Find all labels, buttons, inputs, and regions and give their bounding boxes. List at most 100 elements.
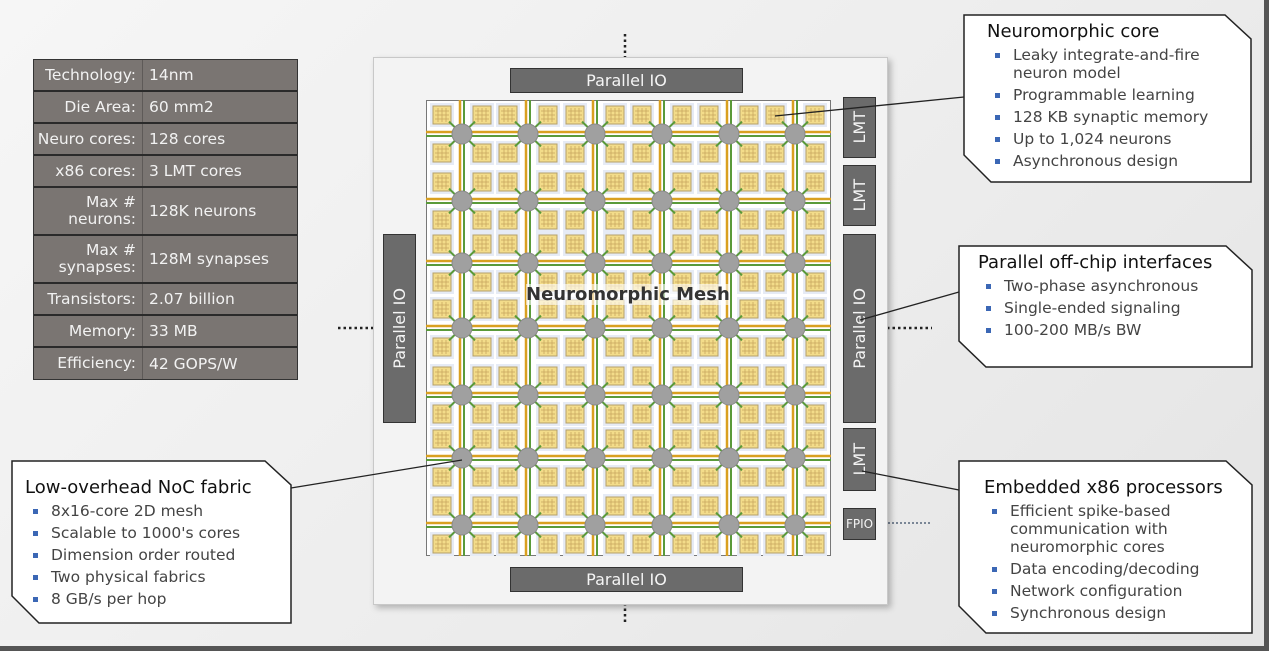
core-link bbox=[781, 463, 789, 472]
mesh-router bbox=[584, 123, 606, 145]
core-link bbox=[534, 206, 542, 215]
core-link bbox=[534, 249, 542, 258]
core-link bbox=[468, 444, 476, 453]
core-link bbox=[601, 530, 609, 539]
callout-offchip-interfaces: Parallel off-chip interfaces Two-phase a… bbox=[958, 245, 1254, 369]
core-link bbox=[735, 120, 743, 129]
core-link bbox=[781, 511, 789, 520]
core-link bbox=[448, 400, 456, 409]
mesh-router bbox=[651, 317, 673, 339]
mesh-router bbox=[718, 252, 740, 274]
core-link bbox=[468, 381, 476, 390]
core-link bbox=[801, 444, 809, 453]
core-link bbox=[514, 444, 522, 453]
spec-value: 42 GOPS/W bbox=[149, 354, 238, 373]
core-link bbox=[534, 333, 542, 342]
core-link bbox=[648, 444, 656, 453]
mesh-router bbox=[784, 123, 806, 145]
spec-label: Memory: bbox=[34, 316, 143, 346]
core-link bbox=[601, 444, 609, 453]
core-link bbox=[514, 249, 522, 258]
core-link bbox=[448, 511, 456, 520]
core-link bbox=[581, 511, 589, 520]
spec-label: Efficiency: bbox=[34, 348, 143, 379]
core-link bbox=[534, 187, 542, 196]
spec-label: Transistors: bbox=[34, 284, 143, 314]
spec-row: Die Area:60 mm2 bbox=[34, 92, 297, 124]
core-link bbox=[715, 381, 723, 390]
core-link bbox=[514, 187, 522, 196]
core-link bbox=[715, 120, 723, 129]
core-link bbox=[715, 400, 723, 409]
mesh-router bbox=[718, 317, 740, 339]
core-link bbox=[715, 187, 723, 196]
mesh-router bbox=[584, 190, 606, 212]
core-link bbox=[715, 511, 723, 520]
core-link bbox=[448, 381, 456, 390]
callout-item: 8 GB/s per hop bbox=[33, 588, 293, 610]
core-link bbox=[514, 268, 522, 277]
core-link bbox=[534, 268, 542, 277]
core-link bbox=[668, 120, 676, 129]
callout-title: Parallel off-chip interfaces bbox=[978, 252, 1213, 273]
mesh-router bbox=[517, 123, 539, 145]
core-link bbox=[781, 249, 789, 258]
core-link bbox=[448, 249, 456, 258]
mesh-router bbox=[451, 190, 473, 212]
core-link bbox=[581, 268, 589, 277]
mesh-router bbox=[718, 514, 740, 536]
parallel-io-right: Parallel IO bbox=[843, 234, 876, 423]
core-link bbox=[715, 314, 723, 323]
core-link bbox=[668, 187, 676, 196]
core-link bbox=[534, 400, 542, 409]
mesh-router bbox=[584, 317, 606, 339]
mesh-router bbox=[718, 190, 740, 212]
core-link bbox=[468, 187, 476, 196]
core-link bbox=[534, 511, 542, 520]
spec-value: 3 LMT cores bbox=[149, 162, 242, 180]
core-link bbox=[581, 249, 589, 258]
mesh-router bbox=[584, 384, 606, 406]
core-link bbox=[601, 381, 609, 390]
core-link bbox=[781, 268, 789, 277]
core-link bbox=[648, 463, 656, 472]
core-link bbox=[668, 333, 676, 342]
core-link bbox=[801, 530, 809, 539]
core-link bbox=[534, 139, 542, 148]
core-link bbox=[668, 511, 676, 520]
spec-value: 33 MB bbox=[149, 322, 198, 340]
core-link bbox=[735, 139, 743, 148]
core-link bbox=[601, 400, 609, 409]
callout-title: Neuromorphic core bbox=[987, 21, 1160, 42]
callout-x86-processors: Embedded x86 processors Efficient spike-… bbox=[958, 460, 1254, 635]
core-link bbox=[448, 333, 456, 342]
core-link bbox=[648, 268, 656, 277]
core-link bbox=[715, 463, 723, 472]
spec-label: Max # neurons: bbox=[34, 188, 143, 234]
mesh-router bbox=[784, 447, 806, 469]
core-link bbox=[468, 249, 476, 258]
core-link bbox=[534, 463, 542, 472]
core-link bbox=[735, 206, 743, 215]
spec-label: x86 cores: bbox=[34, 156, 143, 186]
core-link bbox=[448, 314, 456, 323]
core-link bbox=[735, 381, 743, 390]
mesh-label: Neuromorphic Mesh bbox=[526, 284, 730, 305]
spec-label: Technology: bbox=[34, 60, 143, 90]
callout-item: 128 KB synaptic memory bbox=[995, 106, 1253, 128]
core-link bbox=[781, 206, 789, 215]
core-link bbox=[448, 206, 456, 215]
core-link bbox=[781, 139, 789, 148]
core-link bbox=[601, 249, 609, 258]
core-link bbox=[648, 249, 656, 258]
lmt-label: LMT bbox=[850, 111, 869, 144]
core-link bbox=[601, 206, 609, 215]
core-link bbox=[801, 511, 809, 520]
lmt-block-3: LMT bbox=[843, 428, 876, 491]
core-link bbox=[514, 206, 522, 215]
spec-row: Technology:14nm bbox=[34, 60, 297, 92]
callout-item: Data encoding/decoding bbox=[992, 558, 1234, 580]
callout-item: Two physical fabrics bbox=[33, 566, 293, 588]
spec-value: 128M synapses bbox=[149, 250, 269, 268]
spec-row: Max # synapses:128M synapses bbox=[34, 236, 297, 284]
